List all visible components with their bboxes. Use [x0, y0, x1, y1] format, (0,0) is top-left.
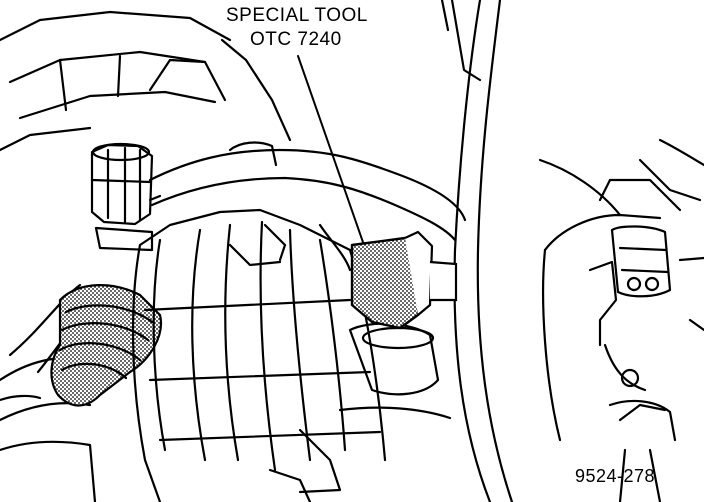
- receiver-canister: [338, 322, 452, 420]
- upper-housing: [0, 10, 292, 152]
- callout-leader-line: [297, 55, 373, 269]
- callout-label-line1: SPECIAL TOOL: [226, 5, 368, 26]
- inner-fender-panel: [440, 0, 514, 502]
- special-tool-side: [404, 230, 434, 316]
- fan-shroud: [131, 208, 387, 502]
- special-tool-handle: [429, 260, 458, 302]
- right-side-bracket: [538, 138, 704, 502]
- figure-id-label: 9524-278: [575, 466, 656, 486]
- callout-label-line2: OTC 7240: [250, 29, 342, 50]
- refrigerant-pipe: [148, 141, 467, 242]
- ac-line-fitting: [90, 142, 162, 252]
